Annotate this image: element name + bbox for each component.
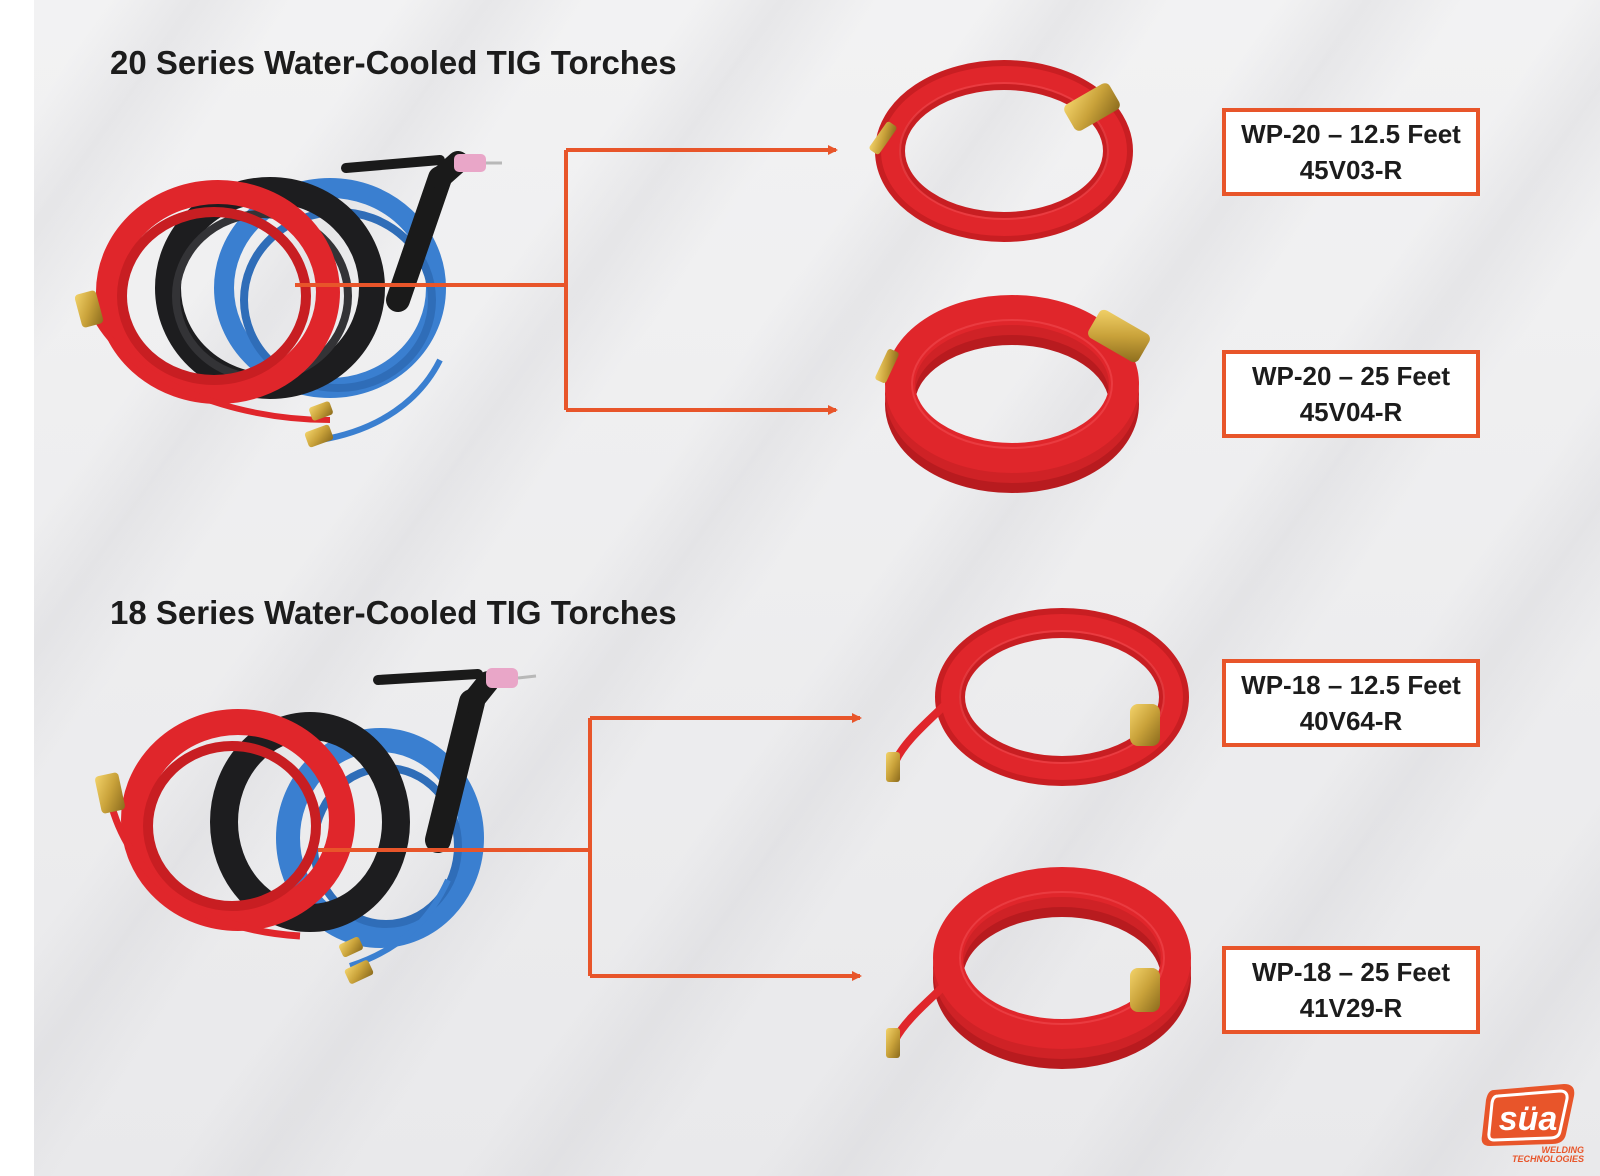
brand-logo-text: süa [1499, 1100, 1558, 1138]
torch-assembly-18-series [95, 668, 537, 984]
product-part-number: 40V64-R [1299, 706, 1403, 736]
product-name: WP-20 – 25 Feet [1252, 361, 1450, 391]
brand-tagline: WELDING TECHNOLOGIES [1512, 1146, 1584, 1164]
product-name: WP-20 – 12.5 Feet [1241, 119, 1461, 149]
product-part-number: 45V03-R [1299, 155, 1403, 185]
brand-tagline-line2: TECHNOLOGIES [1511, 1154, 1584, 1164]
power-cable-coil-wp20-12 [869, 60, 1133, 242]
torch-assembly-20-series [74, 151, 502, 448]
power-cable-coil-wp20-25 [875, 295, 1150, 493]
power-cable-coil-wp18-25 [886, 867, 1191, 1069]
product-part-number: 41V29-R [1299, 993, 1403, 1023]
section-title-20-series: 20 Series Water-Cooled TIG Torches [110, 44, 677, 81]
power-cable-coil-wp18-12 [886, 608, 1189, 786]
connector-20-series [295, 145, 838, 415]
connector-18-series [318, 713, 862, 981]
brand-tagline-line1: WELDING [1541, 1145, 1585, 1155]
product-label-wp18-25-feet: WP-18 – 25 Feet 41V29-R [1222, 946, 1480, 1034]
product-name: WP-18 – 12.5 Feet [1241, 670, 1461, 700]
product-part-number: 45V04-R [1299, 397, 1403, 427]
brand-logo-mark: süa [1481, 1084, 1575, 1146]
product-label-wp20-12-5-feet: WP-20 – 12.5 Feet 45V03-R [1222, 108, 1480, 196]
section-title-18-series: 18 Series Water-Cooled TIG Torches [110, 594, 677, 631]
product-name: WP-18 – 25 Feet [1252, 957, 1450, 987]
brand-logo: süa WELDING TECHNOLOGIES [1480, 1080, 1590, 1172]
product-label-wp20-25-feet: WP-20 – 25 Feet 45V04-R [1222, 350, 1480, 438]
product-label-wp18-12-5-feet: WP-18 – 12.5 Feet 40V64-R [1222, 659, 1480, 747]
